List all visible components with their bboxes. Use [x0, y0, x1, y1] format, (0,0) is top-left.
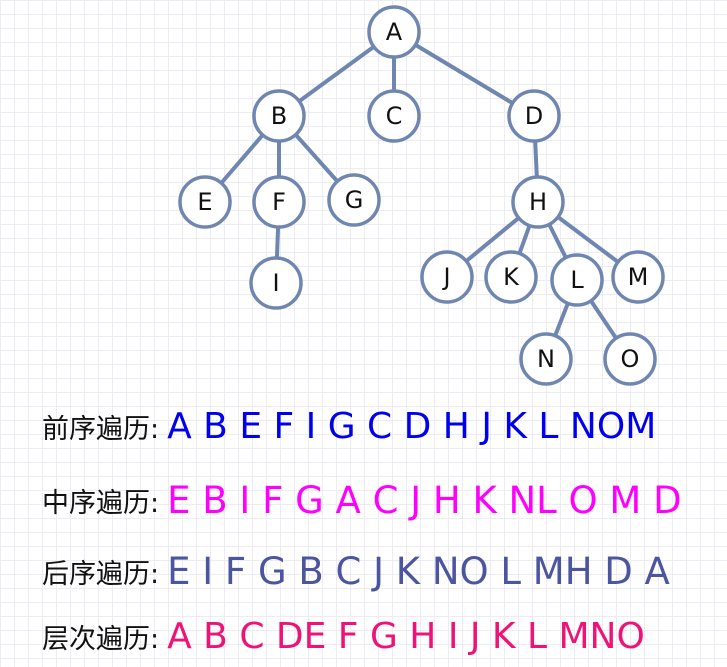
tree-node-k: K [484, 250, 538, 304]
tree-diagram: A B C D E F G H I J K L M N O [178, 5, 665, 386]
node-label: F [272, 188, 286, 216]
node-label: E [197, 188, 212, 216]
tree-node-o: O [603, 332, 657, 386]
node-label: I [272, 269, 279, 297]
tree-node-f: F [252, 175, 306, 229]
node-label: N [537, 345, 555, 373]
node-circle [484, 250, 538, 304]
postorder-sequence: E I F G B C J K NO L MH D A [167, 549, 670, 593]
levelorder-sequence: A B C DE F G H I J K L MNO [167, 615, 645, 657]
node-label: M [628, 263, 649, 291]
tree-node-g: G [327, 173, 381, 227]
inorder-sequence: E B I F G A C J H K NL O M D [167, 478, 682, 522]
levelorder-label: 层次遍历: [42, 623, 160, 655]
node-circle [420, 250, 474, 304]
inorder-label: 中序遍历: [42, 487, 160, 519]
tree-node-a: A [367, 5, 421, 59]
postorder-row: 后序遍历: E I F G B C J K NO L MH D A [42, 549, 670, 593]
node-circle [611, 250, 665, 304]
node-circle [511, 175, 565, 229]
tree-node-l: L [550, 253, 604, 307]
postorder-label: 后序遍历: [42, 558, 160, 590]
preorder-row: 前序遍历: A B E F I G C D H J K L NOM [42, 404, 656, 448]
node-circle [178, 175, 232, 229]
node-circle [367, 89, 421, 143]
node-circle [252, 89, 306, 143]
levelorder-row: 层次遍历: A B C DE F G H I J K L MNO [42, 614, 645, 658]
node-circle [249, 256, 303, 310]
tree-node-j: J [420, 250, 474, 304]
tree-node-e: E [178, 175, 232, 229]
node-label: D [525, 102, 543, 130]
node-circle [519, 332, 573, 386]
node-label: B [271, 102, 287, 130]
preorder-label: 前序遍历: [42, 413, 160, 445]
node-label: K [503, 263, 520, 291]
node-circle [603, 332, 657, 386]
preorder-sequence: A B E F I G C D H J K L NOM [167, 405, 657, 447]
node-label: J [441, 263, 450, 291]
tree-node-b: B [252, 89, 306, 143]
node-circle [550, 253, 604, 307]
node-circle [327, 173, 381, 227]
tree-node-m: M [611, 250, 665, 304]
edge-a-d [392, 30, 536, 118]
node-label: L [570, 266, 584, 294]
tree-node-d: D [507, 89, 561, 143]
tree-node-i: I [249, 256, 303, 310]
node-circle [252, 175, 306, 229]
node-label: A [386, 18, 403, 46]
tree-node-h: H [511, 175, 565, 229]
inorder-row: 中序遍历: E B I F G A C J H K NL O M D [42, 478, 682, 522]
node-label: C [386, 102, 403, 130]
tree-nodes: A B C D E F G H I J K L M N O [178, 5, 665, 386]
node-label: O [621, 345, 640, 373]
tree-node-n: N [519, 332, 573, 386]
node-circle [367, 5, 421, 59]
node-label: G [345, 186, 364, 214]
node-label: H [529, 188, 547, 216]
tree-node-c: C [367, 89, 421, 143]
node-circle [507, 89, 561, 143]
